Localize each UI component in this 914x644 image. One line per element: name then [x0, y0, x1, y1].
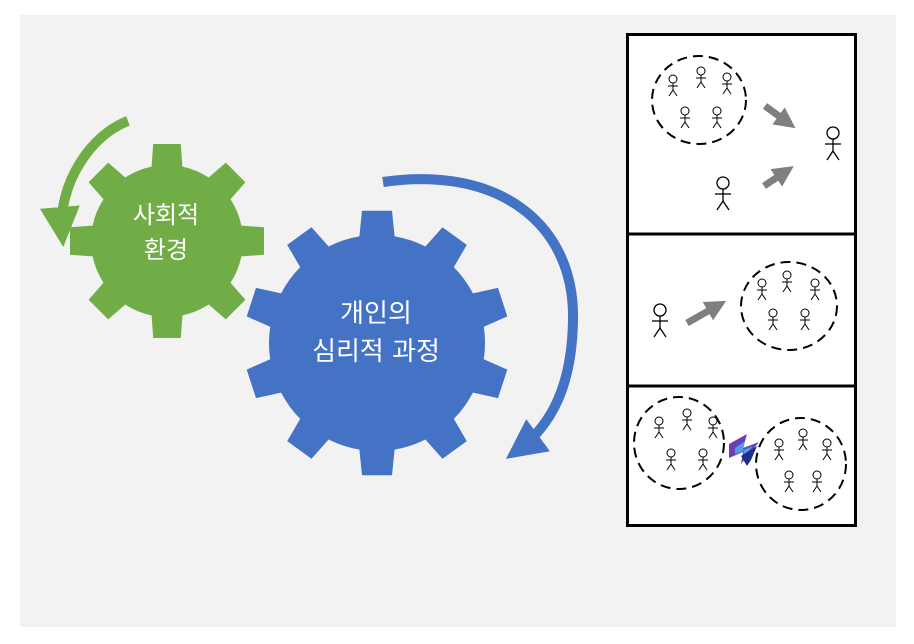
- stick-figure-icon: [767, 308, 779, 331]
- stick-figure-icon: [809, 278, 821, 301]
- stick-figure-icon: [651, 303, 669, 338]
- stick-figure-icon: [679, 106, 691, 129]
- group-circle-icon: [740, 261, 838, 351]
- gear-psych-line1: 개인의: [340, 299, 412, 329]
- gray-arrow-icon: [762, 103, 796, 129]
- rotation-arrow-icon: [382, 174, 579, 459]
- stick-figure-icon: [665, 448, 677, 471]
- stick-figure-icon: [797, 428, 809, 451]
- stick-figure-icon: [695, 66, 707, 89]
- stick-figure-icon: [721, 72, 733, 95]
- panel-3: [633, 396, 847, 511]
- stick-figure-icon: [697, 448, 709, 471]
- gear-social-environment: [70, 144, 264, 338]
- gear-social-line2: 환경: [143, 235, 189, 264]
- gear-social-line1: 사회적: [132, 201, 200, 229]
- gray-arrow-icon: [685, 300, 727, 327]
- stick-figure-icon: [711, 106, 723, 129]
- stick-figure-icon: [756, 278, 768, 301]
- stick-figure-icon: [799, 308, 811, 331]
- stick-figure-icon: [783, 470, 795, 493]
- gray-arrow-icon: [762, 166, 794, 189]
- panel-2: [651, 261, 838, 351]
- stick-figure-icon: [707, 416, 719, 439]
- gear-psychological-label: 개인의 심리적 과정: [276, 296, 476, 371]
- group-dynamics-panels: [626, 33, 857, 527]
- stick-figure-icon: [714, 176, 732, 211]
- gear-psych-line2: 심리적 과정: [312, 336, 440, 367]
- conflict-lightning-icon: [729, 434, 759, 466]
- stick-figure-icon: [811, 470, 823, 493]
- group-circle-icon: [755, 417, 847, 511]
- group-circle-icon: [651, 55, 747, 145]
- gear-social-environment-label: 사회적 환경: [106, 198, 226, 268]
- stick-figure-icon: [824, 126, 842, 161]
- stick-figure-icon: [681, 408, 693, 431]
- rotation-arrow-icon: [39, 116, 130, 247]
- group-circle-icon: [633, 396, 725, 490]
- gear-psychological-process: [246, 210, 508, 476]
- panel-1: [651, 55, 842, 211]
- stick-figure-icon: [667, 74, 679, 97]
- stick-figure-icon: [821, 438, 833, 461]
- stick-figure-icon: [781, 270, 793, 293]
- stick-figure-icon: [773, 438, 785, 461]
- stick-figure-icon: [653, 416, 665, 439]
- panels-illustration: [629, 55, 854, 511]
